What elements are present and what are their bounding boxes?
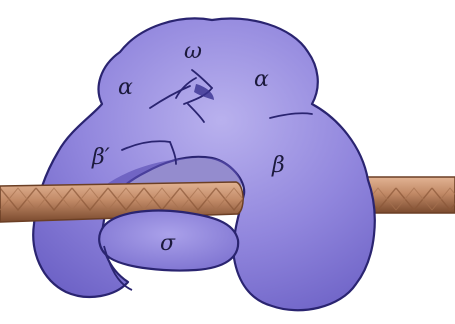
label-sigma: σ [160,231,176,256]
label-beta-prime: β′ [91,145,110,170]
label-alpha-right: α [254,67,269,92]
label-beta: β [271,153,285,178]
label-omega: ω [184,39,202,64]
label-alpha-left: α [118,75,133,100]
